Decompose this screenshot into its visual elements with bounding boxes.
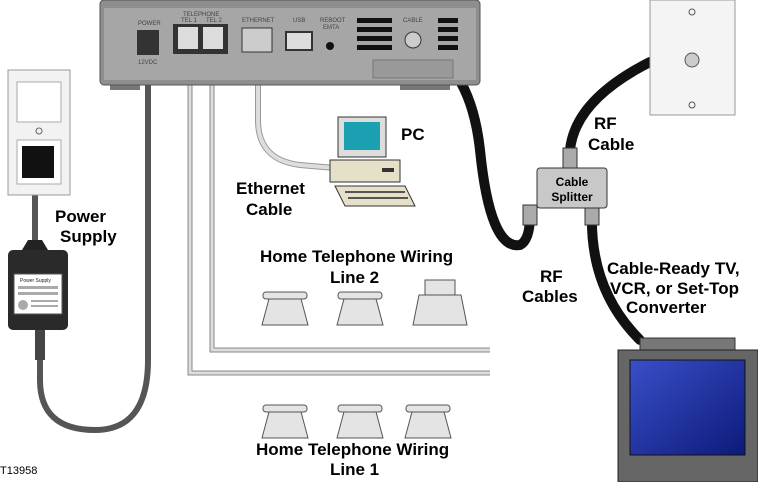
telephone-wiring [187, 40, 490, 376]
wall-power-outlet [7, 69, 71, 196]
power-cord [37, 40, 151, 434]
cable-port-label: CABLE [403, 18, 423, 24]
tv-label-2: VCR, or Set-Top [610, 279, 739, 298]
rf-cables-label: RF [540, 267, 563, 286]
pc-label: PC [401, 125, 425, 144]
power-rating-label: 12VDC [138, 60, 158, 66]
figure-id: T13958 [0, 465, 37, 477]
power-supply-tag: Power Supply [20, 278, 51, 284]
pc-computer [329, 116, 416, 207]
ethernet-port-label: ETHERNET [242, 18, 275, 24]
reboot-label: REBOOT [320, 18, 346, 24]
television-set-top [617, 337, 758, 482]
telephones-line-2 [261, 279, 468, 326]
power-supply-label-2: Supply [60, 227, 117, 246]
telephones-line-1 [261, 404, 452, 439]
telephone-label: TELEPHONE [183, 12, 219, 18]
cable-splitter-label-2: Splitter [551, 190, 593, 204]
wall-cable-outlet [649, 0, 736, 116]
tv-label: Cable-Ready TV, [607, 259, 740, 278]
ethernet-cable-label-2: Cable [246, 200, 292, 219]
rf-cable-label-2: Cable [588, 135, 634, 154]
line1-sublabel: Line 1 [330, 460, 379, 479]
power-supply: Power Supply [8, 240, 68, 360]
cable-splitter-label: Cable [556, 175, 589, 189]
cable-splitter [522, 147, 608, 226]
rf-cables-label-2: Cables [522, 287, 578, 306]
power-port-label: POWER [138, 21, 161, 27]
line1-label: Home Telephone Wiring [256, 440, 449, 459]
power-supply-label: Power [55, 207, 106, 226]
reboot-sub-label: EMTA [323, 25, 339, 31]
tel1-label: TEL 1 [181, 18, 197, 24]
line2-label: Home Telephone Wiring [260, 247, 453, 266]
cable-modem: POWER 12VDC TELEPHONE TEL 1 TEL 2 ETHERN… [99, 0, 481, 90]
usb-port-label: USB [293, 18, 305, 24]
rf-cable-label: RF [594, 114, 617, 133]
tel2-label: TEL 2 [206, 18, 222, 24]
tv-label-3: Converter [626, 298, 707, 317]
ethernet-cable-label: Ethernet [236, 179, 305, 198]
line2-sublabel: Line 2 [330, 268, 379, 287]
